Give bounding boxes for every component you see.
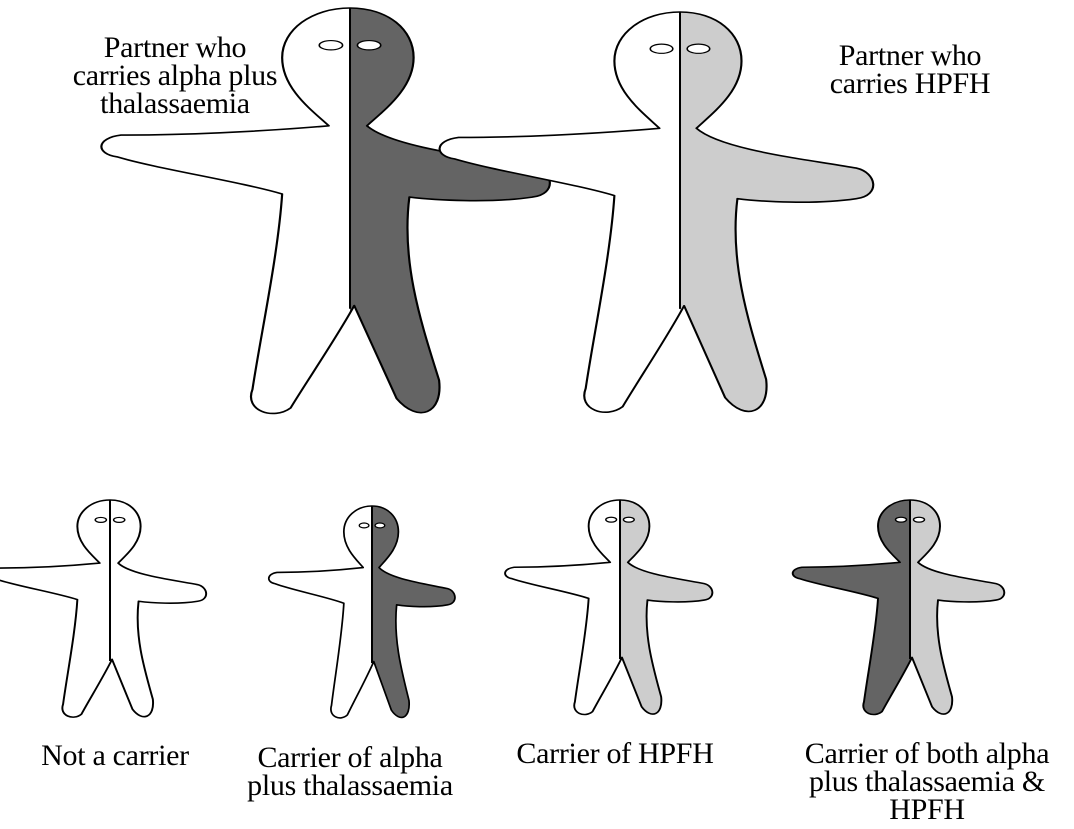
right-eye — [623, 517, 634, 522]
child-both-carrier-label: Carrier of both alpha plus thalassaemia … — [780, 740, 1074, 824]
parent-hpfh-label: Partner who carries HPFH — [790, 42, 1030, 98]
child-hpfh-carrier-label: Carrier of HPFH — [490, 740, 740, 768]
right-eye — [357, 41, 380, 50]
left-eye — [650, 44, 673, 53]
right-eye — [687, 44, 710, 53]
child-not-carrier-figure — [0, 500, 206, 717]
right-eye — [114, 517, 125, 522]
left-eye — [95, 517, 106, 522]
child-alpha-carrier-label: Carrier of alpha plus thalassaemia — [215, 744, 485, 800]
left-half-fill — [0, 500, 206, 717]
left-eye — [319, 41, 342, 50]
parent-alpha-label: Partner who carries alpha plus thalassae… — [40, 34, 310, 118]
right-eye — [914, 517, 925, 522]
left-eye — [606, 517, 617, 522]
left-eye — [359, 523, 369, 528]
child-hpfh-carrier-figure — [505, 500, 712, 714]
child-not-carrier-label: Not a carrier — [10, 742, 220, 770]
right-eye — [375, 523, 385, 528]
left-eye — [896, 517, 907, 522]
child-both-carrier-figure — [793, 500, 1005, 714]
child-alpha-carrier-figure — [269, 506, 455, 718]
